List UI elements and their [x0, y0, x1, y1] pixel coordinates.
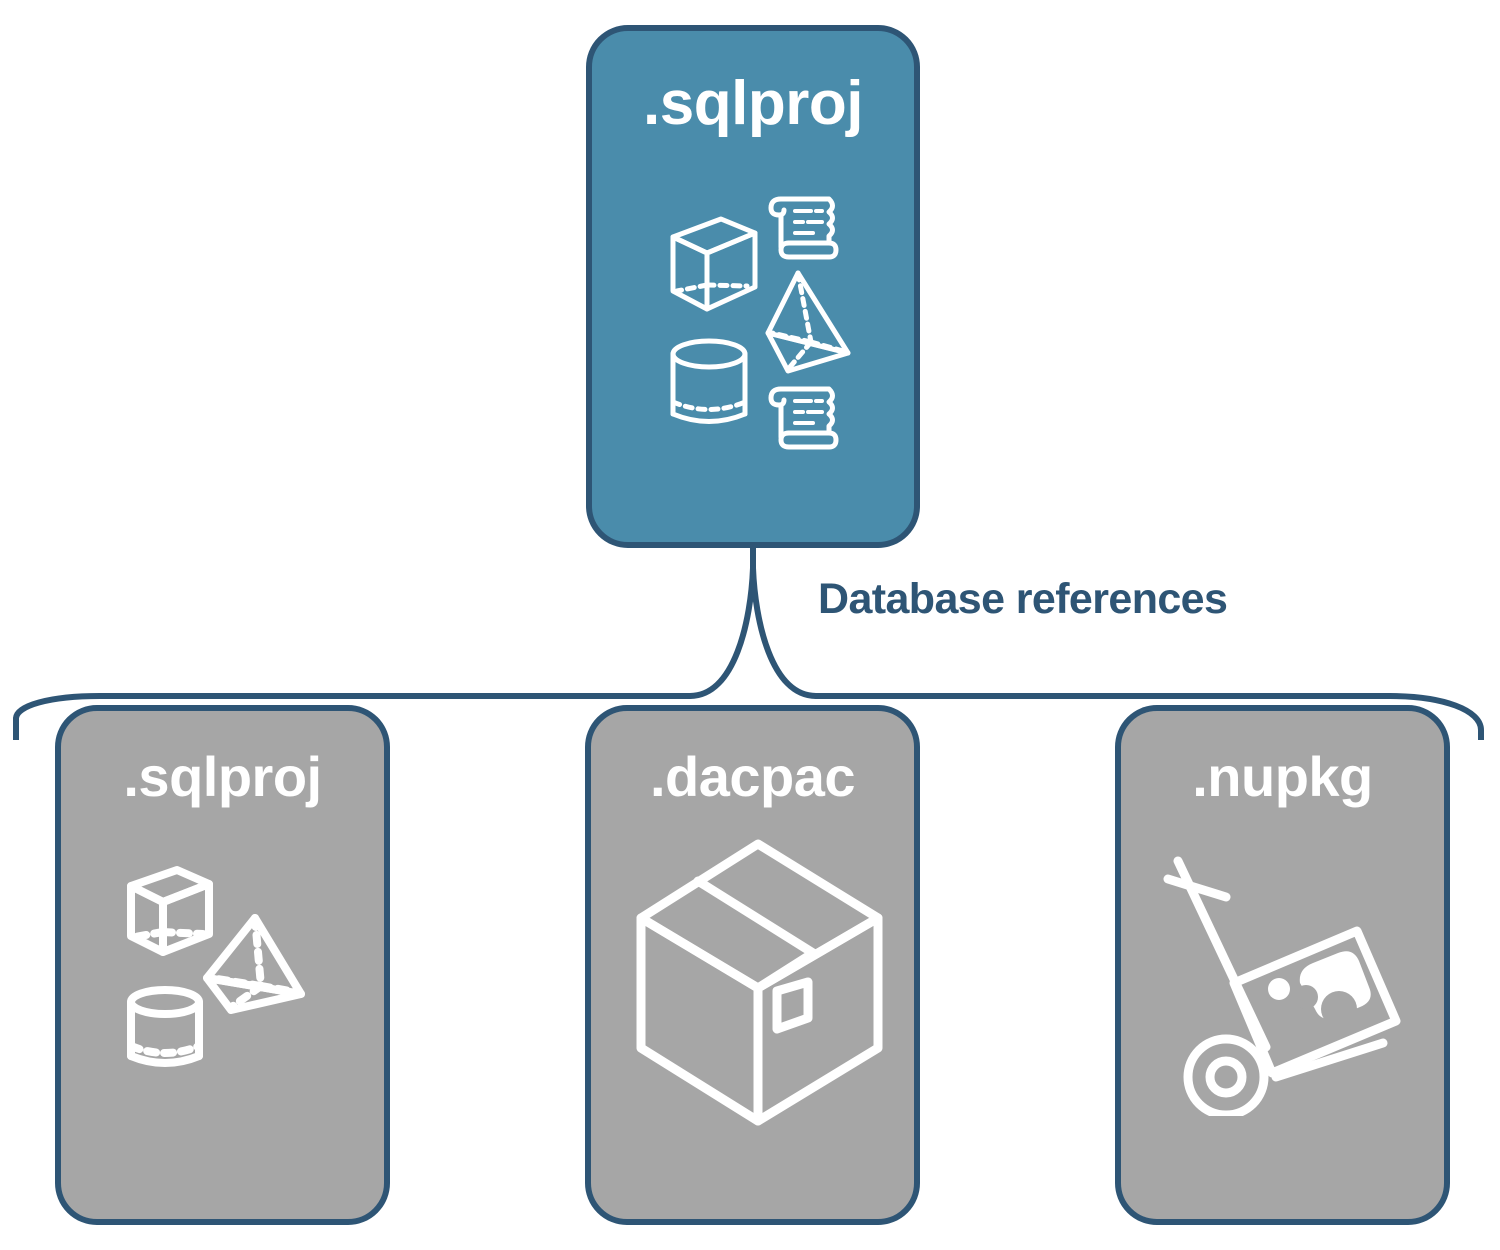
reference-node-dacpac-label: .dacpac — [649, 745, 856, 808]
hand-truck-handle — [1163, 874, 1230, 902]
reference-node-dacpac-icon-group — [603, 826, 903, 1146]
cube-wireframe-icon — [670, 216, 758, 312]
hand-truck-nuget-icon — [1163, 856, 1400, 1120]
scroll-document-icon-top — [768, 196, 839, 260]
nupkg-box — [1229, 926, 1400, 1078]
reference-node-sqlproj-icon-group — [103, 856, 343, 1101]
connector-brace-left — [687, 565, 756, 699]
pyramid-wireframe-icon — [765, 270, 851, 374]
cylinder-wireframe-icon — [126, 986, 203, 1067]
nuget-logo-hole-large — [1320, 991, 1357, 1027]
cylinder-wireframe-icon — [670, 338, 748, 424]
reference-node-dacpac[interactable]: .dacpac — [585, 705, 920, 1225]
hand-truck-base — [1271, 1038, 1387, 1082]
hand-truck-wheel-hub — [1205, 1056, 1246, 1098]
package-box-icon — [636, 839, 882, 1126]
root-node-icon-group — [643, 181, 863, 451]
reference-node-nupkg-label: .nupkg — [1192, 745, 1373, 808]
reference-node-nupkg[interactable]: .nupkg — [1115, 705, 1450, 1225]
cube-wireframe-icon — [126, 866, 213, 956]
reference-node-nupkg-icon-group — [1148, 851, 1418, 1120]
connector-label: Database references — [818, 575, 1228, 623]
reference-node-sqlproj-label: .sqlproj — [123, 745, 322, 808]
root-node-sqlproj[interactable]: .sqlproj — [586, 25, 920, 548]
root-node-label: .sqlproj — [643, 69, 863, 138]
scroll-document-icon-bottom — [768, 386, 839, 450]
connector-brace-right — [750, 565, 819, 699]
pyramid-wireframe-icon — [202, 914, 305, 1014]
nuget-logo-hole-small — [1293, 985, 1318, 1009]
hand-truck-wheel-outer — [1183, 1034, 1268, 1120]
nuget-logo-dot-small — [1267, 978, 1290, 1000]
reference-node-sqlproj[interactable]: .sqlproj — [55, 705, 390, 1225]
